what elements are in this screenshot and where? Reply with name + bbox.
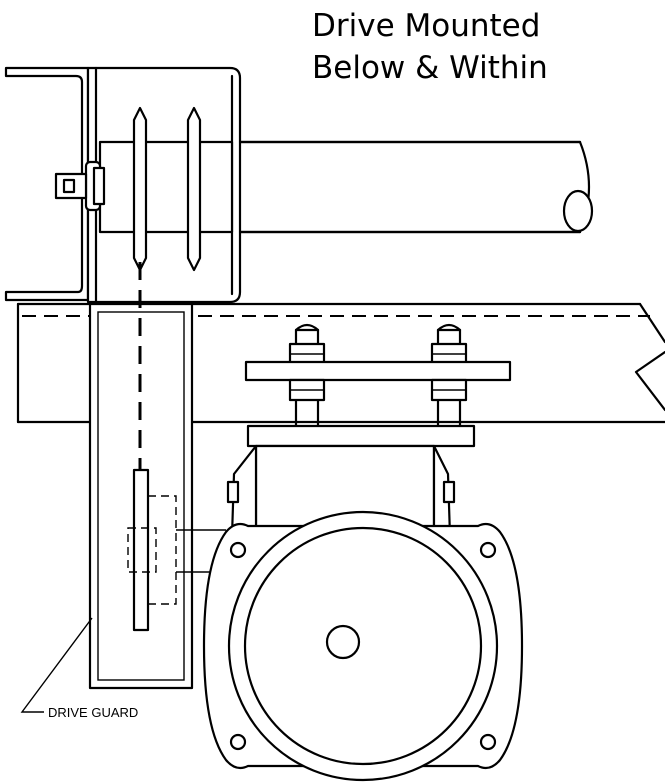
left-bolt-head — [226, 480, 240, 504]
drive-guard-label: DRIVE GUARD — [48, 705, 138, 720]
key-icon — [62, 178, 76, 194]
bolt-hole-top-right-icon — [479, 541, 497, 559]
title-line-1: Drive Mounted — [312, 8, 540, 44]
bolt-hole-bottom-left-icon — [229, 733, 247, 751]
shaft-collar — [54, 160, 106, 212]
shaft-inside-bracket — [98, 140, 582, 234]
drive-guard-callout: DRIVE GUARD — [20, 617, 138, 720]
clamp-assembly — [244, 323, 512, 428]
motor-shaft-icon — [325, 624, 361, 660]
right-bolt-head — [442, 480, 456, 504]
upper-sprocket — [132, 106, 202, 272]
motor-face — [202, 510, 524, 782]
clamp-plate — [244, 360, 512, 382]
shaft-end-face — [562, 189, 594, 233]
bolt-hole-top-left-icon — [229, 541, 247, 559]
bolt-hole-bottom-right-icon — [479, 733, 497, 751]
second-sprocket — [186, 106, 202, 272]
mount-base-plate — [246, 424, 476, 448]
title-line-2: Below & Within — [312, 50, 548, 86]
